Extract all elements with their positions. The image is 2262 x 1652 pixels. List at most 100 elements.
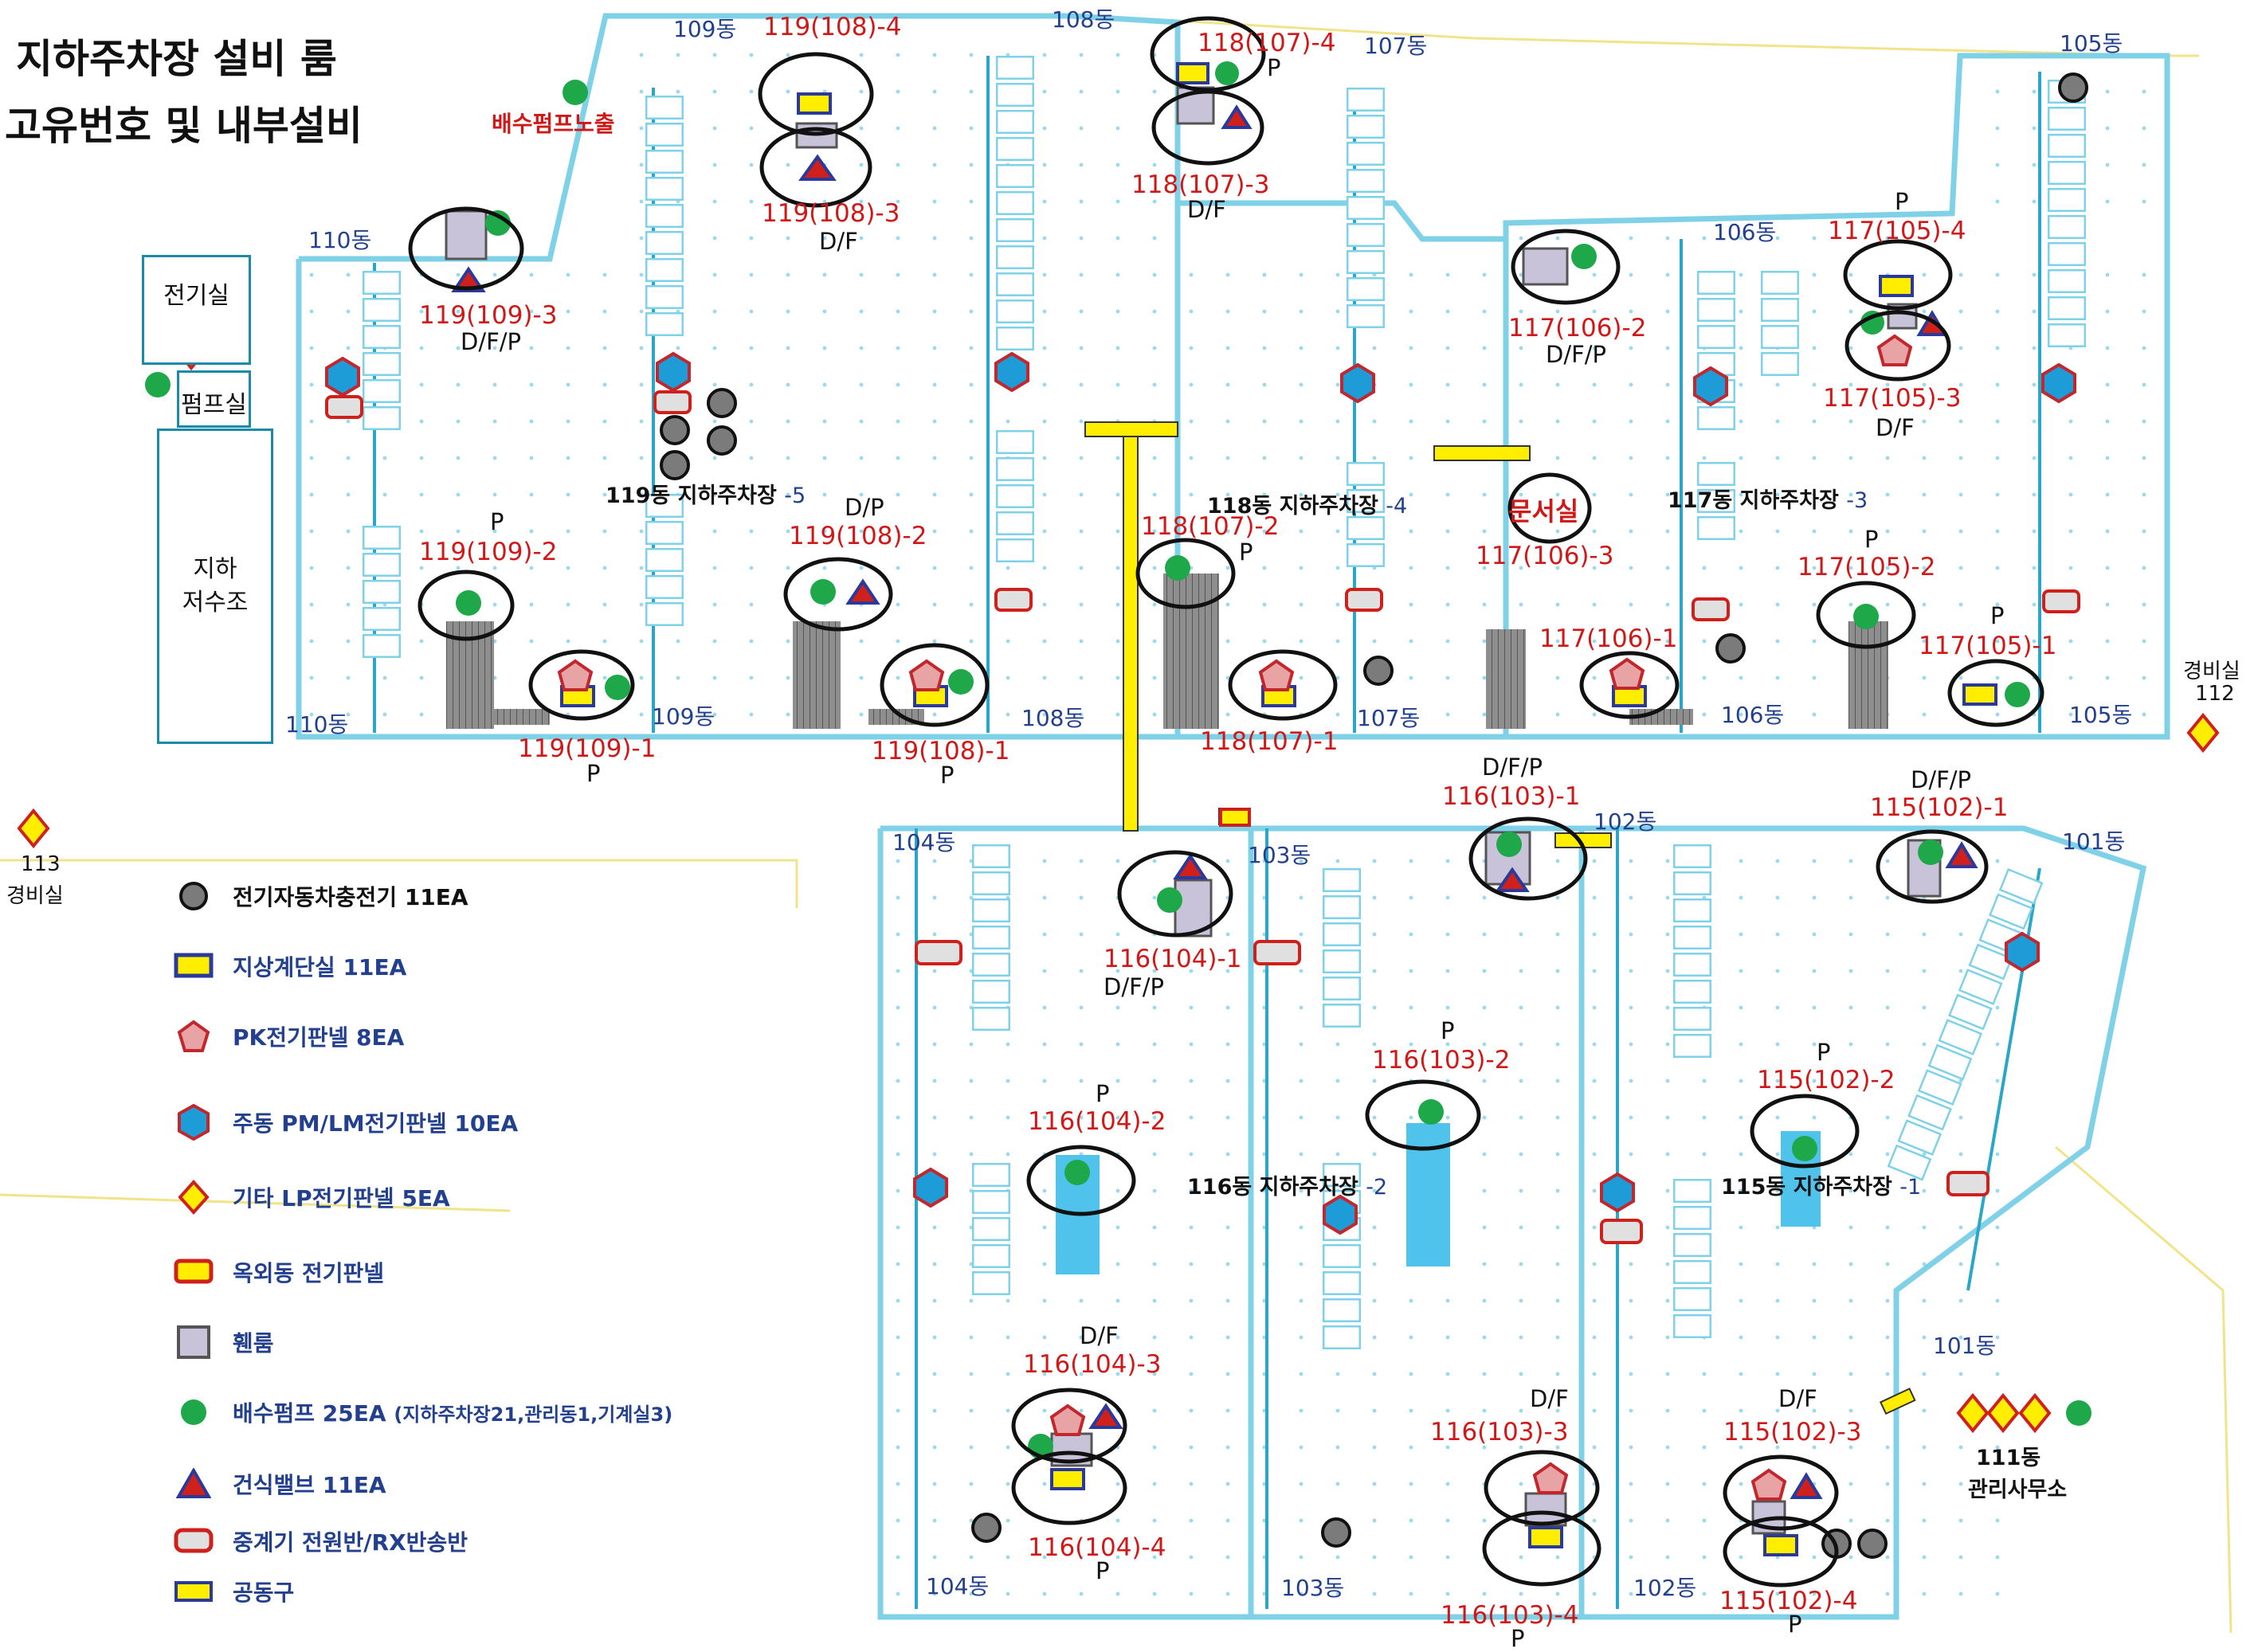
room-code: D/F/P — [1911, 766, 1972, 793]
room-id: 117(106)-1 — [1539, 624, 1678, 653]
room-code: P — [1990, 602, 2005, 629]
charger-icon — [166, 876, 221, 916]
dry-valve-icon — [166, 1464, 221, 1504]
map-subtitle: 고유번호 및 내부설비 — [5, 103, 363, 149]
building-label: 110동 — [308, 227, 372, 253]
reservoir-label-2: 저수조 — [182, 589, 249, 617]
room-code: D/P — [845, 494, 884, 521]
room-code: D/F — [1080, 1322, 1119, 1349]
room-code: P — [1788, 1611, 1802, 1638]
room-id: 116(104)-3 — [1023, 1350, 1162, 1379]
reservoir-label-1: 지하 — [193, 555, 237, 583]
room-code: D/F — [1778, 1385, 1817, 1412]
building-label: 106동 — [1721, 702, 1785, 728]
room-id: 115(102)-2 — [1757, 1066, 1895, 1094]
zone-label: 118동 지하주차장 -4 — [1207, 494, 1408, 519]
drain-pump-icon — [166, 1392, 221, 1432]
duct-icon — [166, 1572, 221, 1611]
building-label: 102동 — [1594, 808, 1657, 835]
room-id: 117(105)-2 — [1797, 553, 1936, 581]
room-id: 117(106)-2 — [1508, 314, 1647, 343]
room-code: P — [1096, 1080, 1110, 1107]
room-id: 118(107)-2 — [1141, 512, 1280, 541]
electric-room-label: 전기실 — [163, 282, 229, 310]
room-id: 118(107)-1 — [1200, 727, 1339, 756]
room-id: 119(108)-3 — [762, 199, 900, 228]
room-code: P — [490, 508, 504, 535]
room-id: 116(103)-3 — [1430, 1418, 1569, 1446]
room-code: D/F — [1187, 196, 1226, 223]
legend-item: 기타 LP전기판넬 5EA — [166, 1177, 450, 1217]
building-label: 105동 — [2060, 30, 2123, 57]
room-id: 117(106)-3 — [1476, 542, 1614, 570]
room-id: 116(104)-2 — [1028, 1107, 1166, 1136]
legend-item: 휀룸 — [166, 1322, 274, 1362]
room-id: 116(103)-1 — [1442, 782, 1581, 811]
room-code: P — [1511, 1625, 1525, 1652]
room-code: D/F — [819, 228, 858, 255]
outdoor-panel-icon — [166, 1252, 221, 1292]
room-id: 119(109)-2 — [419, 538, 558, 566]
electric-room: 전기실 — [142, 255, 251, 365]
zone-label: 119동 지하주차장 -5 — [606, 483, 806, 508]
room-id: 115(102)-1 — [1870, 793, 2009, 822]
room-code: P — [1864, 526, 1879, 553]
room-id: 116(103)-4 — [1441, 1601, 1579, 1630]
legend-item: 건식밸브 11EA — [166, 1464, 386, 1504]
room-code: P — [586, 760, 601, 787]
zone-label: 117동 지하주차장 -3 — [1668, 488, 1868, 513]
building-label: 102동 — [1633, 1575, 1697, 1601]
ramps — [446, 574, 1888, 729]
office-line1: 111동 — [1976, 1446, 2041, 1470]
legend-item: 공동구 — [166, 1572, 294, 1611]
vent-room-icon — [166, 1322, 221, 1362]
building-label: 108동 — [1021, 705, 1085, 731]
stair-room-icon — [166, 946, 221, 986]
room-id: 118(107)-4 — [1198, 29, 1336, 57]
legend-item: 전기자동차충전기 11EA — [166, 876, 468, 916]
pump-exposed-label: 배수펌프노출 — [492, 111, 615, 137]
room-id: 118(107)-3 — [1131, 170, 1270, 199]
room-id: 119(108)-1 — [872, 737, 1010, 765]
room-code: D/F/P — [1546, 341, 1607, 368]
room-id: 116(104)-1 — [1104, 945, 1242, 973]
map-title: 지하주차장 설비 룸 — [16, 36, 337, 82]
room-id: 119(109)-1 — [518, 734, 657, 763]
room-id: 117(105)-1 — [1919, 632, 2057, 660]
highlight-ellipses — [408, 16, 2044, 1587]
zone-label: 115동 지하주차장 -1 — [1721, 1175, 1922, 1200]
reservoir-room: 지하 저수조 — [157, 429, 273, 744]
room-id: 119(108)-2 — [789, 522, 927, 550]
building-label: 109동 — [673, 16, 737, 42]
room-id: 119(108)-4 — [763, 13, 902, 41]
building-label: 103동 — [1248, 842, 1311, 868]
building-label: 109동 — [652, 703, 715, 730]
room-id: 116(103)-2 — [1372, 1046, 1511, 1075]
building-label: 106동 — [1713, 219, 1777, 245]
pm-panel-icon — [166, 1102, 221, 1142]
building-label: 104동 — [892, 829, 956, 855]
relay-panel-icon — [166, 1521, 221, 1561]
building-label: 104동 — [926, 1573, 990, 1599]
pump-room-label: 펌프실 — [181, 391, 247, 419]
guard-113-line1: 113 — [21, 852, 61, 876]
building-label: 101동 — [2062, 828, 2126, 855]
room-code: P — [1239, 538, 1253, 566]
room-id: 115(102)-4 — [1719, 1587, 1858, 1615]
room-id: 115(102)-3 — [1723, 1418, 1862, 1446]
building-label: 105동 — [2069, 702, 2133, 728]
pump-room: 펌프실 — [177, 370, 251, 428]
legend-item: 배수펌프 25EA (지하주차장21,관리동1,기계실3) — [166, 1392, 672, 1432]
doc-room-label: 문서실 — [1508, 496, 1579, 527]
guard-112-line1: 경비실 — [2183, 660, 2240, 683]
legend-item: 중계기 전원반/RX반송반 — [166, 1521, 468, 1561]
legend-item: PK전기판넬 8EA — [166, 1016, 404, 1056]
room-code: D/F — [1876, 414, 1915, 441]
room-id: 116(104)-4 — [1028, 1533, 1166, 1562]
room-code: D/F — [1530, 1385, 1569, 1412]
office-line2: 관리사무소 — [1968, 1478, 2068, 1502]
guard-112-line2: 112 — [2195, 682, 2235, 706]
room-code: P — [1441, 1017, 1455, 1044]
building-label: 110동 — [285, 711, 349, 738]
